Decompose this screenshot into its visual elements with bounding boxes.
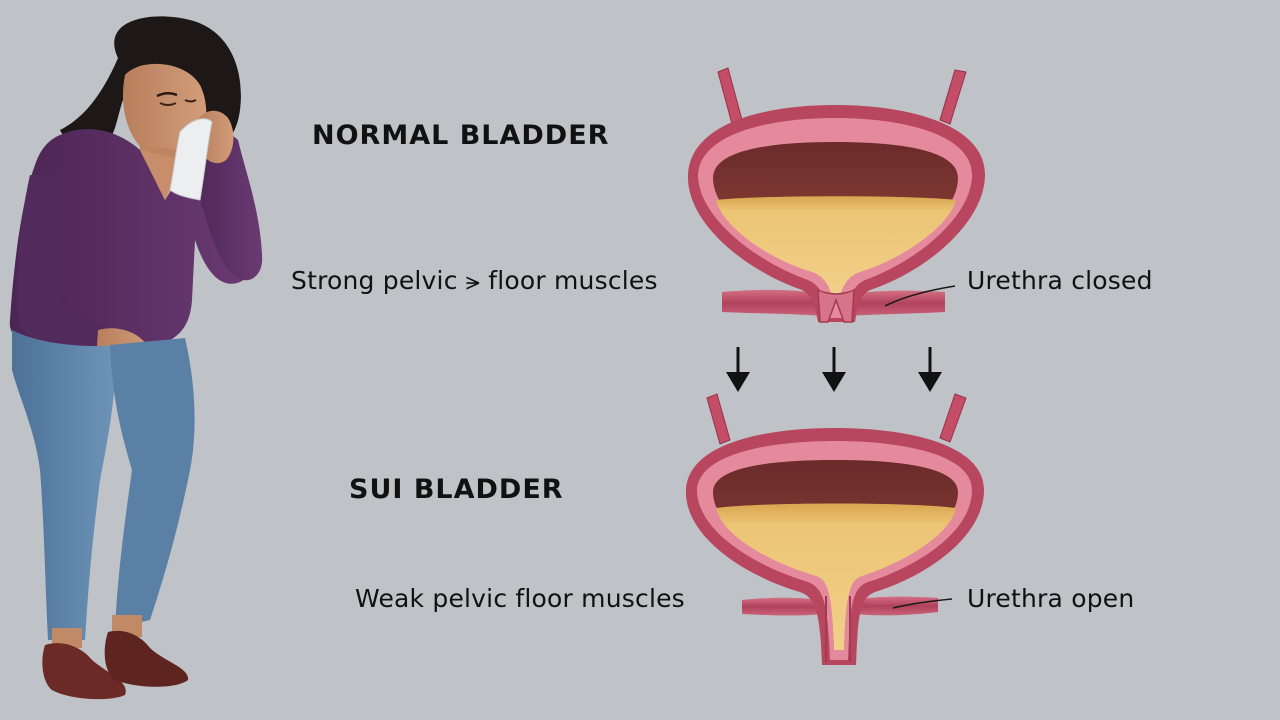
down-arrow-icon: [726, 347, 750, 392]
pressure-arrows: [726, 347, 942, 392]
sui-ureter-right: [939, 393, 967, 443]
normal-right-caption: Urethra closed: [967, 266, 1153, 295]
sui-right-caption: Urethra open: [967, 584, 1135, 613]
down-arrow-icon: [822, 347, 846, 392]
normal-left-caption: Strong pelvic ⪫ floor muscles: [291, 266, 658, 295]
normal-bladder-heading: NORMAL BLADDER: [312, 120, 610, 151]
shoe-right: [104, 630, 189, 687]
jeans-right-leg: [110, 338, 195, 628]
arm-down: [17, 175, 114, 351]
jeans-left-leg: [12, 330, 116, 640]
sui-bladder-heading: SUI BLADDER: [349, 474, 564, 505]
tissue: [169, 118, 213, 201]
down-arrow-icon: [918, 347, 942, 392]
sui-left-caption: Weak pelvic floor muscles: [355, 584, 685, 613]
sui-urethra-open: [825, 596, 851, 662]
hair: [60, 16, 241, 149]
normal-bladder-illustration: [687, 67, 985, 323]
normal-urethra-closed: [817, 288, 855, 323]
sui-pointer-line: [892, 598, 953, 609]
sui-pelvic-muscle: [742, 597, 822, 616]
sui-ureter-left: [706, 393, 731, 445]
woman-figure: [9, 16, 263, 700]
sui-bladder-illustration: [685, 393, 984, 665]
shoe-left: [42, 643, 126, 700]
normal-ureter-right: [939, 69, 967, 125]
normal-pointer-line: [884, 285, 956, 307]
normal-pelvic-muscle: [722, 289, 822, 316]
normal-urine: [716, 196, 956, 298]
sui-urine: [716, 503, 956, 650]
normal-ureter-left: [717, 67, 743, 125]
